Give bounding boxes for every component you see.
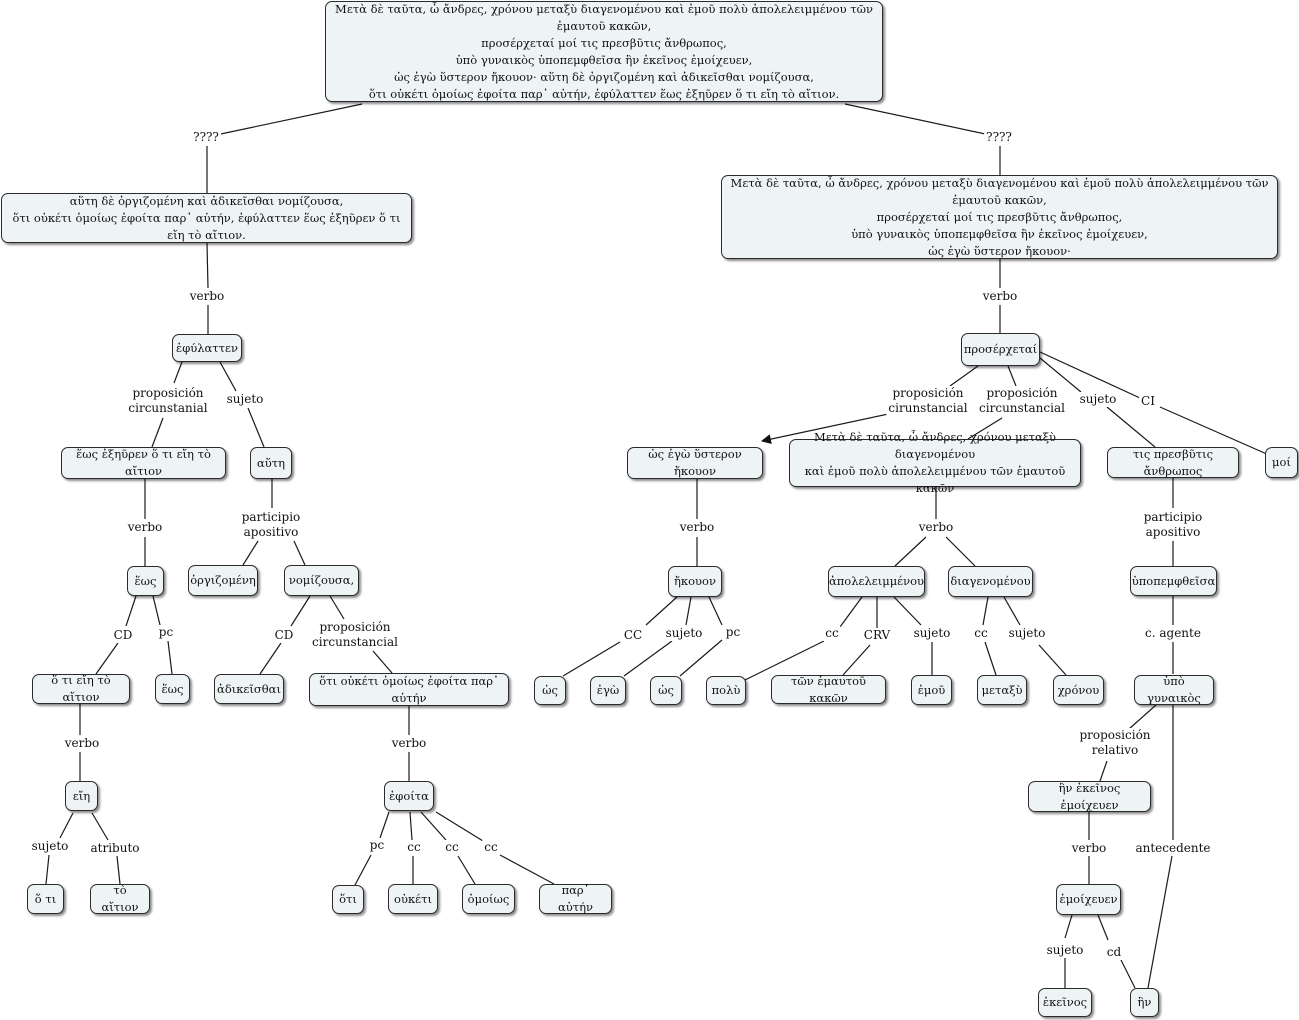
- link-label-cd: CD: [272, 628, 296, 643]
- node-diagenomenou[interactable]: διαγενομένου: [948, 566, 1033, 597]
- link-label-unknown-right: ????: [984, 130, 1014, 145]
- node-heos[interactable]: ἕως: [127, 566, 164, 596]
- node-text: Μετὰ δὲ ταῦτα, ὦ ἄνδρες, χρόνου μεταξὺ δ…: [335, 1, 873, 101]
- link-label-cc: CC: [621, 628, 645, 643]
- link-label-proposicion-circunstancial: proposición circunstancial: [977, 386, 1067, 416]
- link-label-ci: CI: [1139, 394, 1157, 409]
- link-label-cc: cc: [823, 626, 841, 641]
- link-label-verbo: verbo: [980, 289, 1020, 304]
- node-homoios[interactable]: ὁμοίως: [462, 884, 515, 914]
- link-label-sujeto: sujeto: [911, 626, 953, 641]
- link-label-verbo: verbo: [677, 520, 717, 535]
- node-hos[interactable]: ὡς: [534, 676, 566, 705]
- link-label-unknown-left: ????: [191, 130, 221, 145]
- node-ego[interactable]: ἐγὼ: [590, 676, 626, 705]
- node-hen-clause[interactable]: ἣν ἐκεῖνος ἐμοίχευεν: [1028, 781, 1151, 812]
- node-ouketi[interactable]: οὐκέτι: [388, 884, 438, 914]
- link-label-verbo: verbo: [389, 736, 429, 751]
- node-orgizomene[interactable]: ὀργιζομένη: [188, 565, 258, 596]
- link-label-sujeto: sujeto: [1006, 626, 1048, 641]
- link-label-verbo: verbo: [125, 520, 165, 535]
- link-label-pc: pc: [367, 838, 387, 853]
- node-eie[interactable]: εἴη: [65, 781, 98, 811]
- node-to-aition[interactable]: τὸ αἴτιον: [90, 883, 150, 914]
- node-apoleleimmenou[interactable]: ἀπολελειμμένου: [828, 566, 925, 597]
- node-haute[interactable]: αὕτη: [250, 447, 292, 479]
- link-label-verbo: verbo: [187, 289, 227, 304]
- node-ekeinos[interactable]: ἐκεῖνος: [1038, 988, 1092, 1017]
- node-hos-2[interactable]: ὡς: [650, 676, 682, 705]
- node-hypo-gynaikos[interactable]: ὑπὸ γυναικὸς: [1134, 674, 1214, 705]
- node-hoti[interactable]: ὅτι: [332, 885, 364, 914]
- link-label-cc: cc: [972, 626, 990, 641]
- node-hoti-ouketi-clause[interactable]: ὅτι οὐκέτι ὁμοίως ἐφοίτα παρ᾽ αὐτήν: [309, 673, 509, 706]
- node-adikeisthai[interactable]: ἀδικεῖσθαι: [214, 674, 284, 704]
- node-hypopemphtheisa[interactable]: ὑποπεμφθεῖσα: [1130, 566, 1217, 596]
- link-label-cc: cc: [443, 840, 461, 855]
- node-hos-ego-clause[interactable]: ὡς ἐγὼ ὕστερον ἤκουον: [627, 447, 763, 479]
- link-label-pc: pc: [156, 625, 176, 640]
- node-emoicheuen[interactable]: ἐμοίχευεν: [1056, 884, 1121, 915]
- link-label-sujeto: sujeto: [1077, 392, 1119, 407]
- node-efoita[interactable]: ἐφοίτα: [384, 781, 434, 811]
- node-text: αὕτη δὲ ὀργιζομένη καὶ ἀδικεῖσθαι νομίζο…: [12, 193, 401, 242]
- node-root-sentence[interactable]: Μετὰ δὲ ταῦτα, ὦ ἄνδρες, χρόνου μεταξὺ δ…: [325, 1, 883, 102]
- link-label-verbo: verbo: [62, 736, 102, 751]
- link-label-participio-apositivo: participio apositivo: [1141, 510, 1205, 540]
- link-label-proposicion-cirunstancial: proposición cirunstancial: [886, 386, 970, 416]
- node-heos-2[interactable]: ἕως: [155, 674, 190, 704]
- node-hen[interactable]: ἣν: [1130, 988, 1159, 1017]
- link-label-participio-apositivo: participio apositivo: [239, 510, 303, 540]
- node-par-auten[interactable]: παρ᾽ αὐτήν: [539, 883, 612, 914]
- link-label-crv: CRV: [861, 628, 893, 643]
- node-meta-clause[interactable]: Μετὰ δὲ ταῦτα, ὦ ἄνδρες, χρόνου μεταξὺ δ…: [789, 430, 1081, 495]
- link-label-sujeto: sujeto: [224, 392, 266, 407]
- link-label-cd: cd: [1104, 945, 1124, 960]
- link-label-pc: pc: [723, 625, 743, 640]
- node-nomizousa[interactable]: νομίζουσα,: [284, 565, 359, 596]
- link-label-verbo: verbo: [916, 520, 956, 535]
- node-efylatten[interactable]: ἐφύλαττεν: [172, 334, 242, 362]
- node-tis-presbytis[interactable]: τις πρεσβῦτις ἄνθρωπος: [1107, 447, 1239, 478]
- node-heos-clause[interactable]: ἕως ἐξηῦρεν ὅ τι εἴη τὸ αἴτιον: [61, 447, 226, 479]
- node-emou[interactable]: ἐμοῦ: [911, 675, 952, 705]
- link-label-antecedente: antecedente: [1133, 841, 1213, 856]
- node-text: Μετὰ δὲ ταῦτα, ὦ ἄνδρες, χρόνου μεταξὺ δ…: [730, 175, 1269, 258]
- node-right-clause[interactable]: Μετὰ δὲ ταῦτα, ὦ ἄνδρες, χρόνου μεταξὺ δ…: [721, 175, 1278, 259]
- node-ekouon[interactable]: ἤκουον: [668, 566, 722, 597]
- link-label-proposicion-relativo: proposición relativo: [1077, 728, 1153, 758]
- node-left-clause[interactable]: αὕτη δὲ ὀργιζομένη καὶ ἀδικεῖσθαι νομίζο…: [1, 193, 412, 243]
- link-label-c-agente: c. agente: [1143, 626, 1203, 641]
- node-proserchetai[interactable]: προσέρχεταί: [961, 333, 1040, 366]
- node-poly[interactable]: πολὺ: [706, 676, 746, 705]
- link-label-cc: cc: [405, 840, 423, 855]
- link-label-proposicion-circunstancial: proposición circunstancial: [310, 620, 400, 650]
- link-label-sujeto: sujeto: [1044, 943, 1086, 958]
- link-label-sujeto: sujeto: [29, 839, 71, 854]
- link-label-cc: cc: [482, 840, 500, 855]
- link-label-sujeto: sujeto: [663, 626, 705, 641]
- node-hoti-eie-clause[interactable]: ὅ τι εἴη τὸ αἴτιον: [32, 673, 130, 704]
- node-metaxy[interactable]: μεταξὺ: [977, 675, 1027, 705]
- link-label-verbo: verbo: [1069, 841, 1109, 856]
- node-ton-emautou[interactable]: τῶν ἐμαυτοῦ κακῶν: [771, 674, 886, 705]
- node-chronou[interactable]: χρόνου: [1053, 675, 1104, 705]
- node-moi[interactable]: μοί: [1265, 447, 1298, 478]
- node-ho-ti[interactable]: ὅ τι: [27, 884, 64, 914]
- link-label-cd: CD: [111, 628, 135, 643]
- link-label-proposicion-circunstanial: proposición circunstanial: [126, 386, 210, 416]
- link-label-atributo: atributo: [88, 841, 142, 856]
